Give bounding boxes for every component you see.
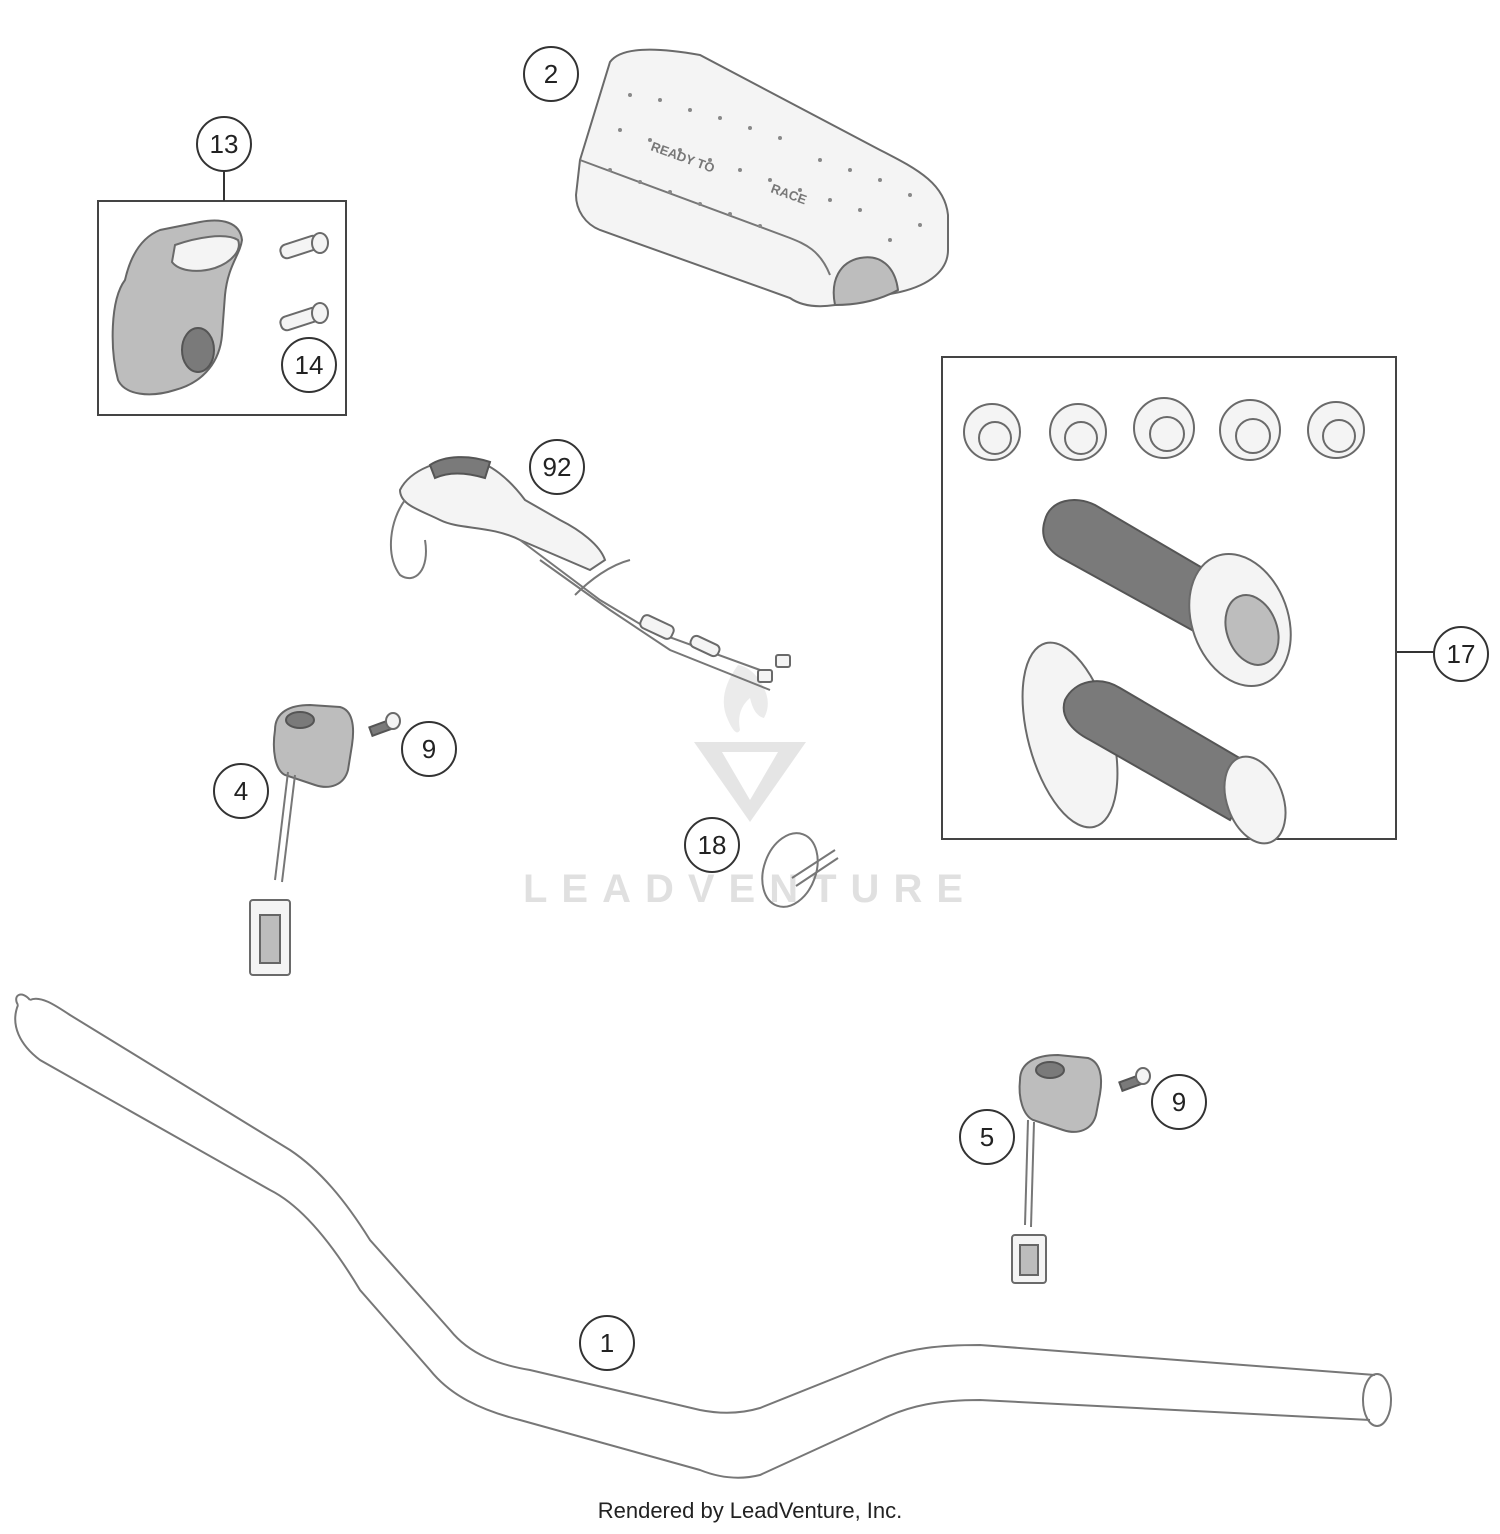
callout-18[interactable]: 18 — [684, 817, 740, 873]
screw-9-right — [1118, 1067, 1151, 1093]
bolt-14-upper — [279, 232, 329, 260]
throttle-assembly-92 — [389, 456, 791, 691]
leader-lines — [223, 170, 1434, 653]
callout-5[interactable]: 5 — [959, 1109, 1015, 1165]
callout-17-label: 17 — [1447, 639, 1476, 669]
callout-92-label: 92 — [543, 452, 572, 482]
throttle-cam-set — [963, 397, 1365, 461]
leadventure-watermark: LEADVENTURE — [523, 665, 977, 911]
throttle-grip — [1042, 499, 1292, 687]
handlebar-part — [14, 993, 1392, 1479]
callout-9-right[interactable]: 9 — [1151, 1074, 1207, 1130]
callout-13[interactable]: 13 — [196, 116, 252, 172]
callout-9-left-label: 9 — [422, 734, 436, 764]
grip-kit-17 — [941, 356, 1397, 845]
clamp-kit-13 — [97, 200, 347, 416]
callout-13-label: 13 — [210, 129, 239, 159]
callout-92[interactable]: 92 — [529, 439, 585, 495]
callout-4[interactable]: 4 — [213, 763, 269, 819]
callout-5-label: 5 — [980, 1122, 994, 1152]
callout-14[interactable]: 14 — [281, 337, 337, 393]
kit-box-13 — [97, 200, 347, 416]
switch-4 — [249, 703, 401, 976]
callout-2-label: 2 — [544, 59, 558, 89]
cable-tie-18 — [761, 832, 839, 908]
callout-4-label: 4 — [234, 776, 248, 806]
callout-9-right-label: 9 — [1172, 1087, 1186, 1117]
kit-box-17 — [941, 356, 1397, 840]
callout-17[interactable]: 17 — [1433, 626, 1489, 682]
switch-5 — [1011, 1053, 1151, 1284]
bar-pad-part: READY TO RACE — [574, 48, 949, 308]
watermark-text: LEADVENTURE — [523, 867, 977, 911]
screw-9-left — [368, 712, 401, 738]
callout-14-label: 14 — [295, 350, 324, 380]
rendered-by-credit: Rendered by LeadVenture, Inc. — [597, 1498, 903, 1523]
callout-9-left[interactable]: 9 — [401, 721, 457, 777]
clutch-side-grip — [1021, 641, 1287, 845]
callout-1-label: 1 — [600, 1328, 614, 1358]
callout-2[interactable]: 2 — [523, 46, 579, 102]
bolt-14-lower — [279, 302, 329, 332]
callout-18-label: 18 — [698, 830, 727, 860]
callout-1[interactable]: 1 — [579, 1315, 635, 1371]
